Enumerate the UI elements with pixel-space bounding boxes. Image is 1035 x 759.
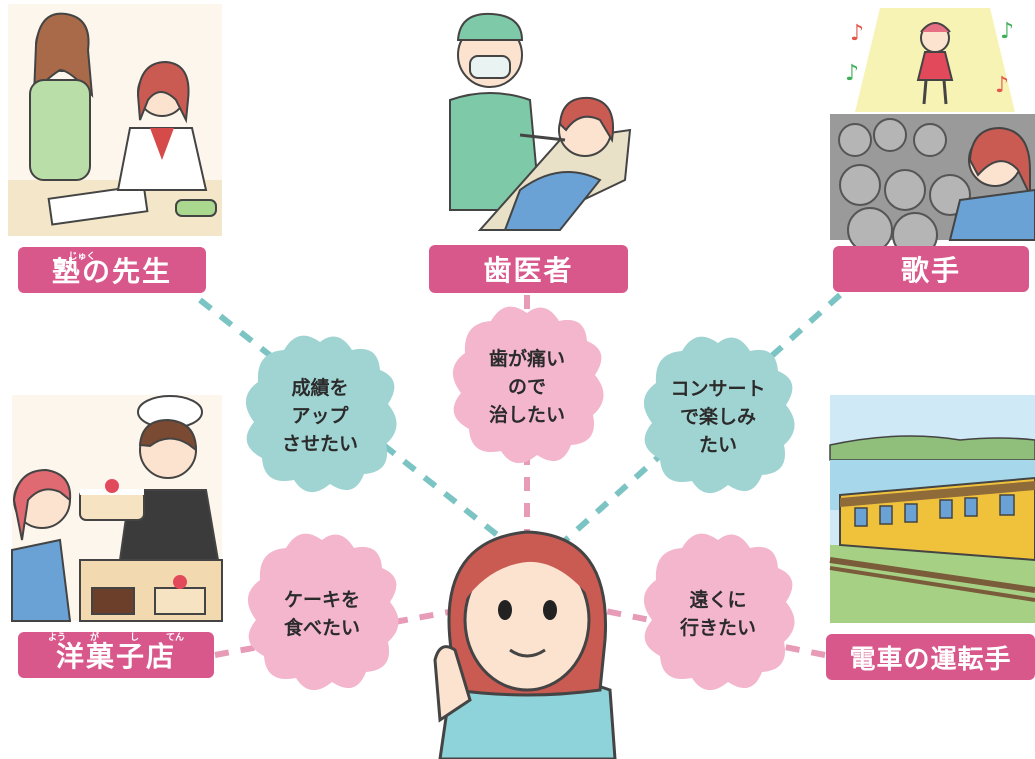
wish-bubble-grades: 成績を アップ させたい (245, 335, 397, 493)
ruby-juku: じゅく (68, 252, 96, 262)
center-person-illustration (433, 530, 617, 759)
connector-juku (198, 297, 512, 548)
wish-text-concert-1: コンサート (670, 378, 765, 400)
label-singer-text: 歌手 (900, 254, 961, 287)
ruby-patissier-1: よう (48, 633, 67, 643)
wish-text-teeth-3: 治したい (489, 403, 565, 426)
juku-teacher-illustration (8, 4, 222, 236)
singer-illustration: ♪ ♪ ♪ ♪ (830, 6, 1035, 258)
ruby-patissier-3: し (130, 633, 140, 643)
label-juku-teacher-text: 塾の先生 (51, 255, 172, 288)
label-dentist: 歯医者 (429, 245, 628, 293)
svg-text:♪: ♪ (845, 61, 859, 86)
wish-text-concert-3: たい (699, 434, 737, 456)
wish-bubble-cake: ケーキを 食べたい (247, 533, 399, 691)
label-patissier: よう が し てん 洋菓子店 (18, 632, 214, 678)
patissier-illustration (11, 395, 223, 622)
label-juku-teacher: じゅく 塾の先生 (18, 247, 206, 293)
svg-text:♪: ♪ (1000, 19, 1014, 44)
wish-text-concert-2: で楽しみ (680, 405, 756, 428)
wish-text-teeth-1: 歯が痛い (489, 347, 565, 370)
wish-text-cake-2: 食べたい (284, 616, 360, 639)
svg-text:♪: ♪ (995, 73, 1009, 98)
wish-text-teeth-2: ので (508, 376, 546, 398)
wish-bubble-travel: 遠くに 行きたい (643, 533, 795, 691)
ruby-patissier-4: てん (166, 633, 185, 643)
wish-text-grades-2: アップ (291, 404, 349, 427)
wish-text-grades-3: させたい (282, 433, 358, 455)
label-dentist-text: 歯医者 (483, 254, 574, 287)
label-singer: 歌手 (833, 246, 1029, 292)
dentist-illustration (432, 4, 632, 240)
wish-text-travel-1: 遠くに (689, 589, 746, 611)
svg-text:♪: ♪ (850, 21, 864, 46)
label-train-driver: 電車の運転手 (826, 634, 1035, 680)
wish-text-travel-2: 行きたい (679, 616, 756, 639)
wish-bubble-concert: コンサート で楽しみ たい (643, 336, 795, 494)
wish-text-cake-1: ケーキを (284, 589, 360, 611)
wish-text-grades-1: 成績を (291, 376, 348, 399)
wish-bubble-teeth: 歯が痛い ので 治したい (452, 306, 604, 464)
label-patissier-text: 洋菓子店 (55, 640, 176, 673)
ruby-patissier-2: が (90, 633, 100, 643)
train-illustration (829, 395, 1035, 623)
label-train-driver-text: 電車の運転手 (849, 644, 1012, 675)
